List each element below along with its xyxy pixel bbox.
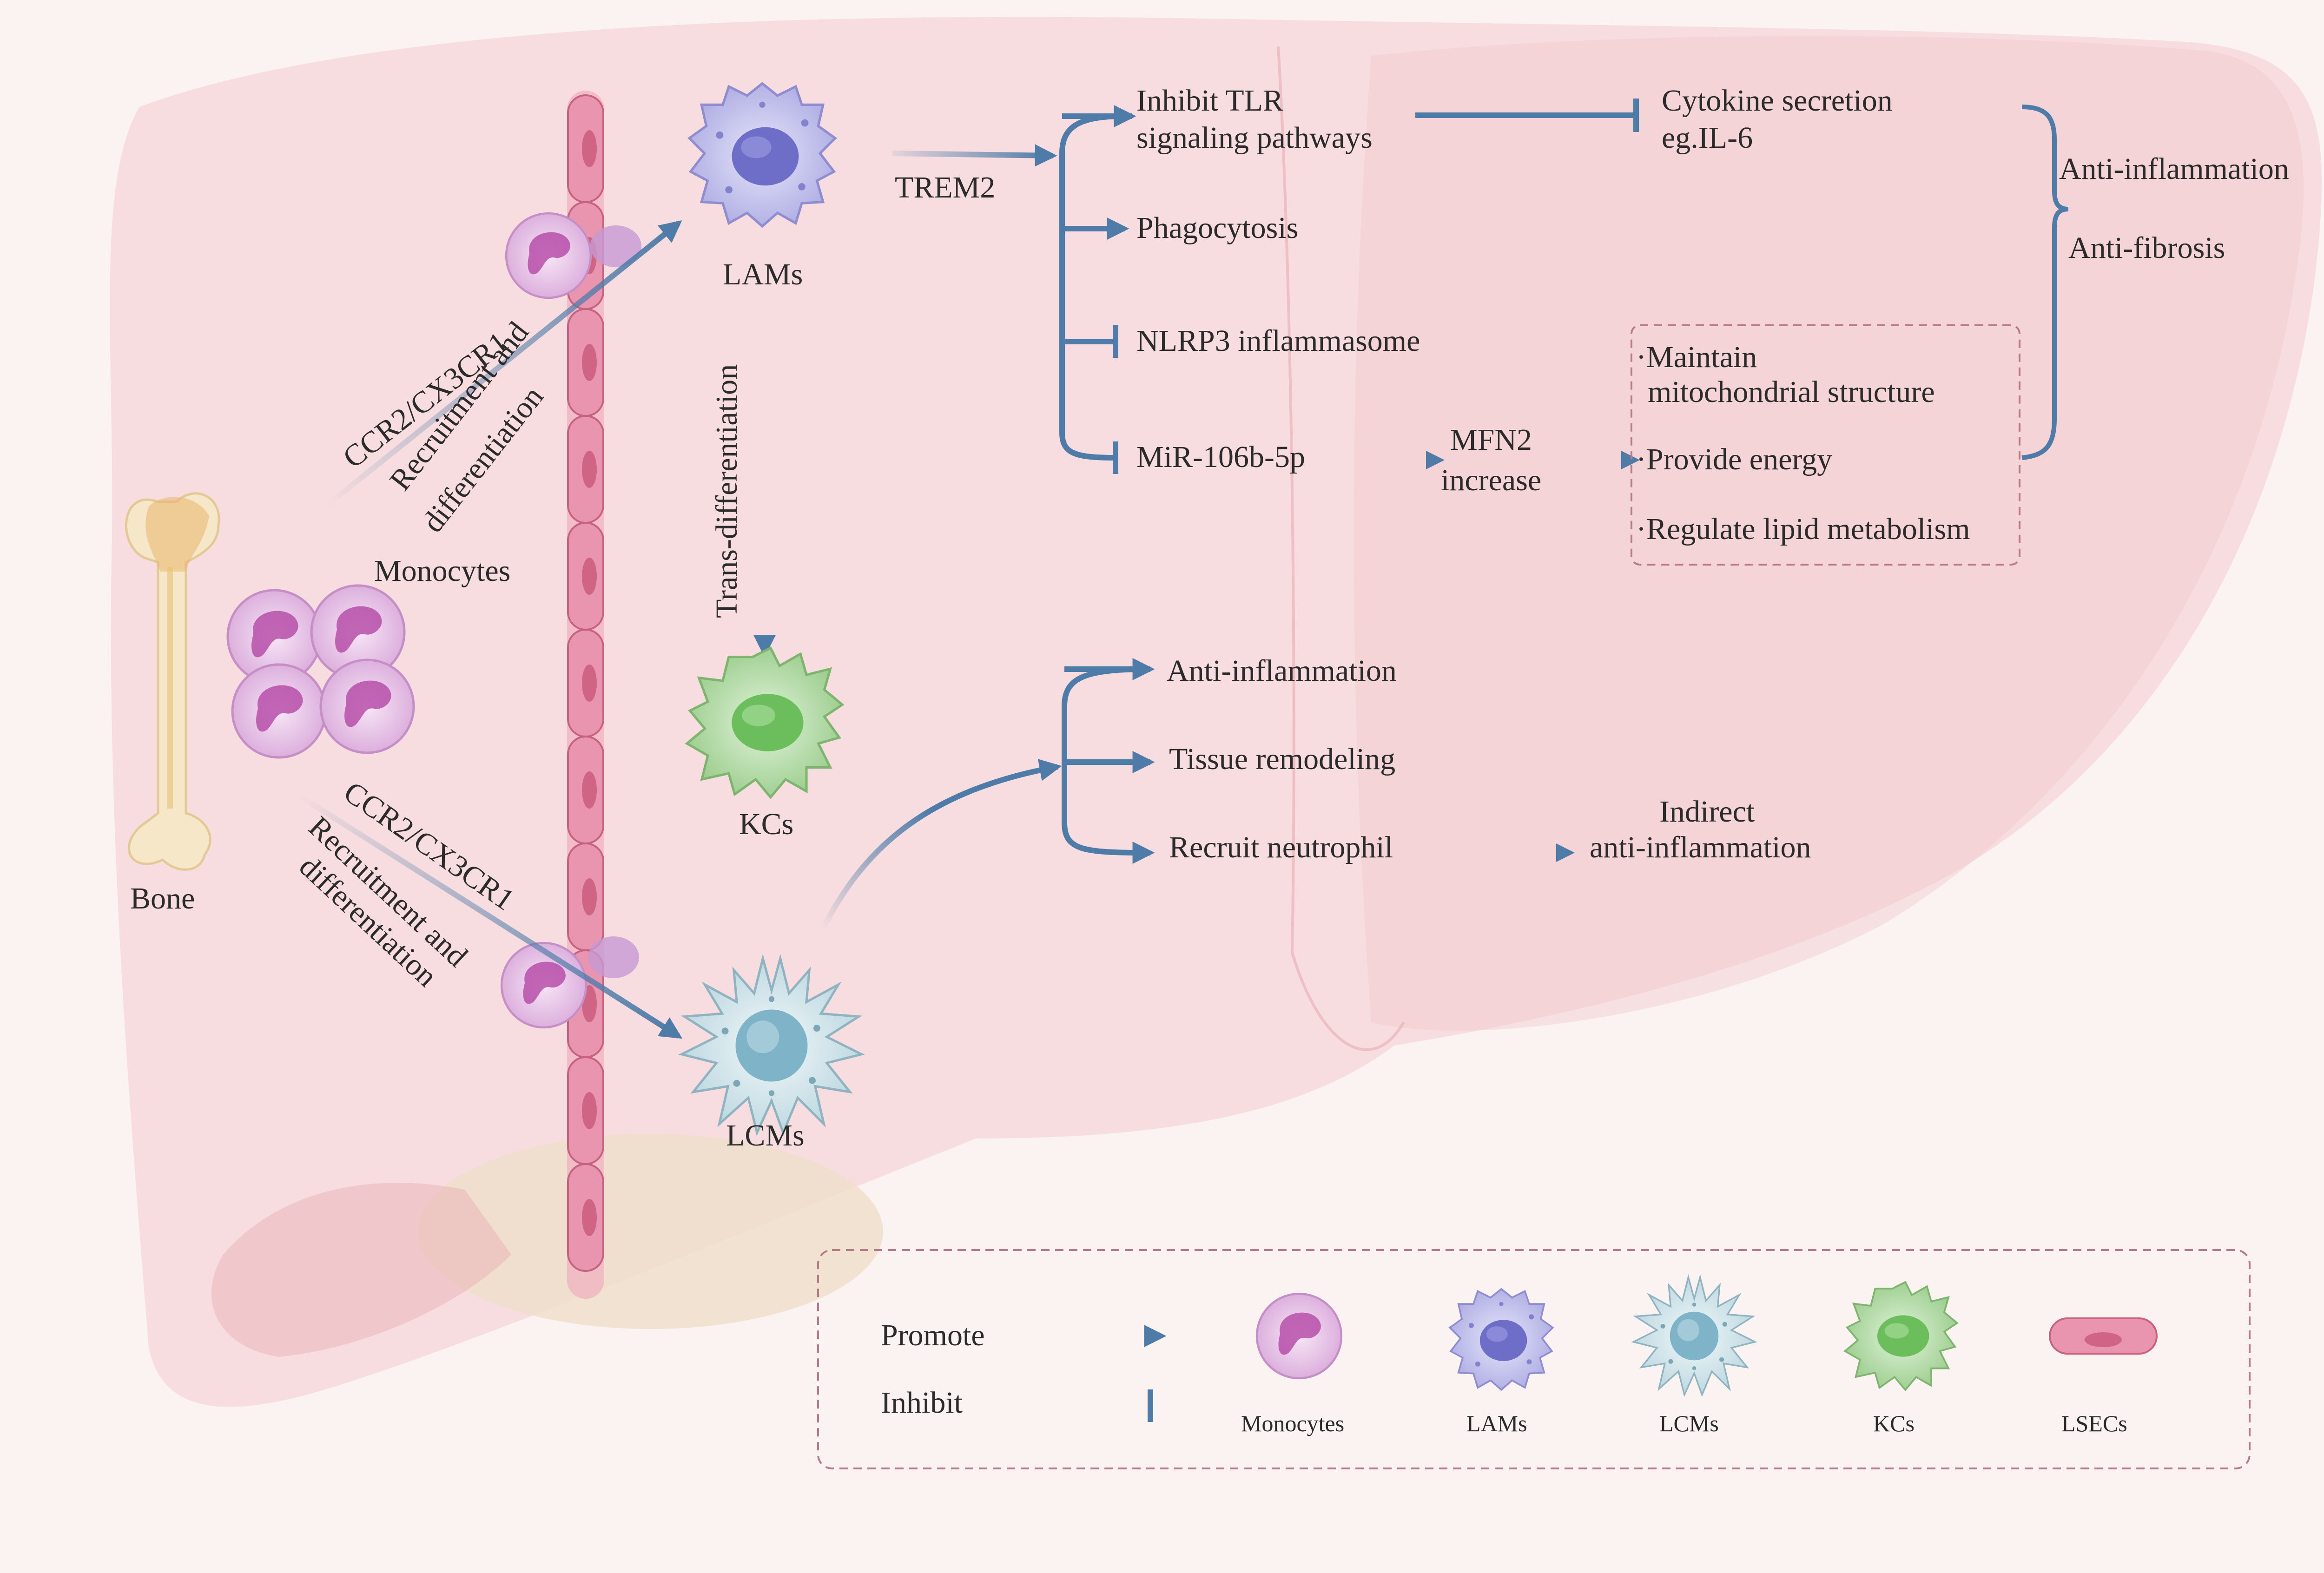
outcome-brace [2021, 105, 2069, 460]
legend-monocytes-label: Monocytes [1241, 1410, 1344, 1436]
lcms-label: LCMs [726, 1119, 805, 1152]
legend-lam-icon [1449, 1288, 1554, 1391]
trans-differentiation-label: Trans-differentiation [710, 364, 744, 618]
mito-item-1-cont: mitochondrial structure [1648, 375, 1935, 409]
mitochondria-box [1631, 324, 2020, 566]
legend-kcs-label: KCs [1873, 1410, 1915, 1436]
lam-effect-bracket [1059, 105, 1136, 474]
mfn2-label-2: increase [1441, 463, 1541, 497]
transmigrating-monocyte-lower [502, 936, 639, 1027]
tlr-label-1: Inhibit TLR [1136, 84, 1283, 118]
legend-lcms-label: LCMs [1659, 1410, 1719, 1436]
transmigrating-monocyte-upper [506, 213, 641, 298]
anti-fibrosis-outcome: Anti-fibrosis [2068, 231, 2225, 265]
phagocytosis-label: Phagocytosis [1136, 211, 1298, 245]
monocytes-label: Monocytes [374, 554, 510, 588]
lams-label: LAMs [723, 257, 803, 291]
kcs-label: KCs [739, 807, 793, 841]
legend-monocyte-icon [1257, 1294, 1341, 1378]
legend-lsecs-label: LSECs [2061, 1410, 2127, 1436]
lcm-effect-bracket [1062, 658, 1155, 864]
trem2-label: TREM2 [895, 171, 995, 204]
legend-inhibit-label: Inhibit [881, 1386, 963, 1420]
lcm-curve-arrow [820, 759, 1062, 931]
mito-item-2: ·Provide energy [1636, 442, 1832, 476]
recruit-neutrophil-label: Recruit neutrophil [1169, 830, 1393, 864]
trem2-arrow [892, 144, 1057, 167]
bone-illustration [125, 492, 220, 871]
lcm-anti-inflammation: Anti-inflammation [1167, 654, 1397, 688]
tissue-remodeling-label: Tissue remodeling [1169, 742, 1395, 776]
anti-inflammation-outcome: Anti-inflammation [2059, 152, 2289, 186]
legend-lsec-icon [2050, 1318, 2157, 1354]
recruitment-arrow-lower [296, 792, 683, 1039]
cytokine-label-2: eg.IL-6 [1662, 121, 1753, 155]
legend: Promote Inhibit Monocytes LAMs LCMs KCs … [817, 1249, 2251, 1469]
mir-label: MiR-106b-5p [1136, 440, 1305, 474]
indirect-label-1: Indirect [1659, 795, 1755, 829]
legend-promote-label: Promote [881, 1318, 985, 1352]
legend-lcm-icon [1632, 1276, 1756, 1396]
indirect-label-2: anti-inflammation [1590, 830, 1811, 864]
mito-item-1: ·Maintain [1636, 340, 1757, 374]
mfn2-label-1: MFN2 [1450, 423, 1532, 457]
tlr-label-2: signaling pathways [1136, 121, 1373, 155]
legend-kc-icon [1844, 1281, 1958, 1391]
bone-label: Bone [130, 882, 195, 915]
cytokine-label-1: Cytokine secretion [1662, 84, 1893, 118]
nlrp3-label: NLRP3 inflammasome [1136, 324, 1420, 358]
mito-item-3: ·Regulate lipid metabolism [1636, 512, 1970, 546]
recruitment-arrow-upper [324, 220, 682, 509]
legend-lams-label: LAMs [1466, 1410, 1527, 1436]
liver-illustration [110, 17, 2322, 1407]
